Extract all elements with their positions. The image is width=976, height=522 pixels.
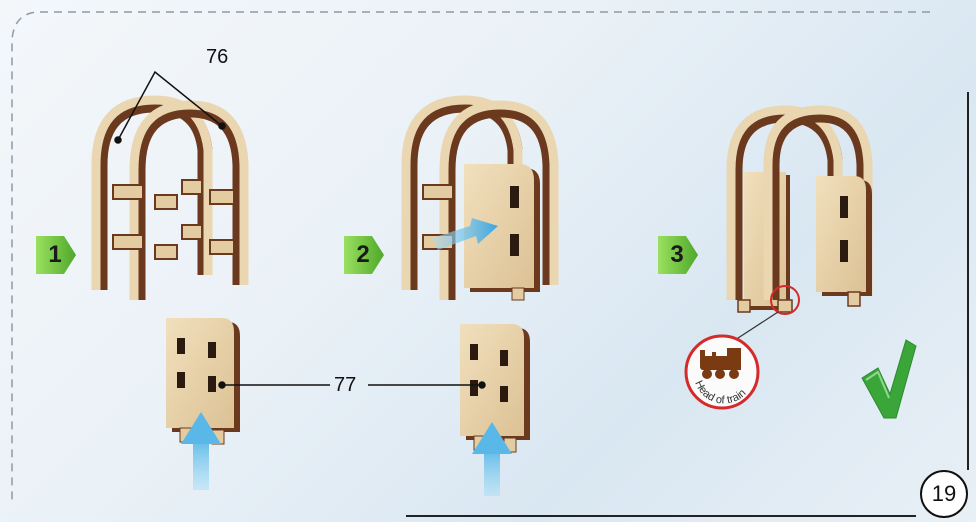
step-3-number: 3 bbox=[670, 241, 684, 268]
detail-callout bbox=[734, 285, 800, 341]
part-label-77: 77 bbox=[334, 374, 357, 396]
step-2-chevron bbox=[344, 236, 384, 274]
insert-arrow-right-step2 bbox=[432, 218, 498, 250]
step-1-badge: 1 bbox=[36, 236, 82, 274]
part-label-76: 76 bbox=[206, 46, 229, 68]
arch-tabs bbox=[112, 179, 235, 260]
label-76-leaders bbox=[114, 70, 226, 144]
step-3-chevron bbox=[658, 236, 698, 274]
label-77-leaders bbox=[218, 381, 486, 389]
step-2-badge: 2 bbox=[344, 236, 390, 274]
step-1-number: 1 bbox=[48, 241, 62, 268]
step-1-chevron bbox=[36, 236, 76, 274]
insert-arrow-up-step1 bbox=[181, 412, 221, 490]
step-2-number: 2 bbox=[356, 241, 370, 268]
insert-arrow-up-step2 bbox=[472, 422, 512, 496]
locomotive-icon bbox=[700, 348, 741, 379]
arch-part-76-front bbox=[129, 100, 249, 300]
page-number: 19 bbox=[920, 470, 968, 518]
arch-assembly-step3 bbox=[726, 105, 873, 313]
checkmark-icon bbox=[861, 339, 917, 419]
arch-assembly-step2 bbox=[401, 95, 559, 301]
head-of-train-stamp: Head of train bbox=[684, 334, 760, 410]
panel-part-77-step1 bbox=[166, 318, 240, 445]
step-3-badge: 3 bbox=[658, 236, 704, 274]
arch-part-76-back bbox=[91, 95, 213, 290]
